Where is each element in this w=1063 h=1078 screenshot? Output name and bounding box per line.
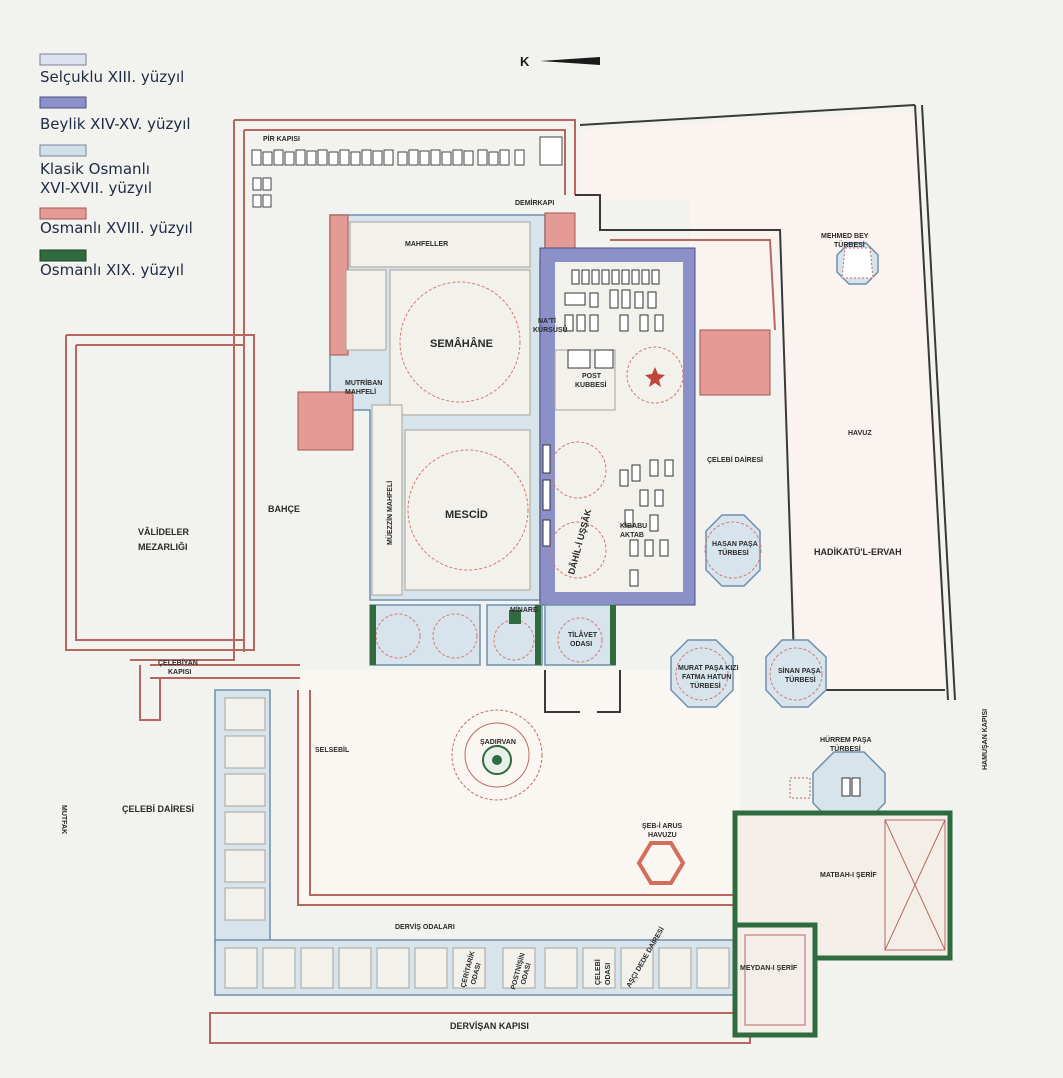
label-hurrem-pasa: HÜRREM PAŞA — [820, 735, 872, 744]
label-celebiyan-kapisi: KAPISI — [168, 669, 191, 676]
semahane-room — [389, 269, 531, 416]
label-mehmed-bey: MEHMED BEY — [821, 233, 869, 240]
mescid-room — [404, 429, 531, 591]
label-kubbesi: KUBBESİ — [575, 381, 607, 389]
label-nati: NA'Tİ — [538, 317, 556, 325]
legend-swatch-klasik — [39, 144, 87, 157]
label-murat-turbesi: TÜRBESİ — [690, 681, 721, 690]
label-bahce: BAHÇE — [268, 504, 300, 514]
label-mahfeller: MAHFELLER — [405, 241, 448, 248]
label-tilavet: TİLÂVET — [568, 630, 598, 639]
legend-label-klasik: Klasik Osmanlı — [40, 160, 150, 178]
sadirvan-fountain — [451, 709, 543, 801]
label-kursusu: KÜRSÜSÜ — [533, 325, 568, 334]
label-aktab: AKTAB — [620, 532, 644, 539]
legend-label-beylik: Beylik XIV-XV. yüzyıl — [40, 115, 191, 133]
label-hasan-pasa-turbesi: TÜRBESİ — [718, 548, 749, 557]
north-arrow-icon — [540, 57, 600, 65]
graves-row — [251, 136, 563, 208]
label-demirkapi: DEMİRKAPI — [515, 199, 554, 207]
label-mutfak: MUTFAK — [60, 805, 67, 834]
label-fatma-hatun: FATMA HATUN — [682, 674, 731, 681]
label-seb-i-arus: ŞEB-İ ARUS — [642, 822, 683, 830]
legend-label-osmanli-19: Osmanlı XIX. yüzyıl — [40, 261, 184, 279]
legend-label-klasik-2: XVI-XVII. yüzyıl — [40, 179, 152, 197]
label-sadirvan: ŞADIRVAN — [480, 739, 516, 746]
label-tilavet-odasi: ODASI — [570, 641, 592, 648]
label-mescid: MESCİD — [445, 508, 488, 521]
label-dervisan-kapisi: DERVİŞAN KAPISI — [450, 1021, 529, 1031]
courtyard-area — [300, 670, 740, 905]
legend-swatch-osmanli-18 — [39, 207, 87, 220]
label-hurrem-turbesi: TÜRBESİ — [830, 744, 861, 753]
legend-swatch-osmanli-19 — [39, 249, 87, 262]
dervis-odalari-cells — [214, 939, 736, 996]
label-sinan-pasa: SİNAN PAŞA — [778, 667, 821, 675]
label-hasan-pasa: HASAN PAŞA — [712, 541, 758, 548]
label-muezzin-mahfeli: MÜEZZİN MAHFELİ — [385, 481, 394, 545]
label-havuzu: HAVUZU — [648, 832, 677, 839]
legend-label-selcuklu: Selçuklu XIII. yüzyıl — [40, 68, 184, 86]
label-murat-pasa: MURAT PAŞA KIZI — [678, 665, 739, 672]
label-celebi-odasi: ÇELEBİ — [594, 959, 602, 985]
label-hadikatul-ervah: HADİKATÜ'L-ERVAH — [814, 547, 902, 557]
legend-swatch-beylik — [39, 96, 87, 109]
label-valideler: VÂLİDELER — [138, 526, 190, 537]
label-kibabu: KİBABU — [620, 522, 647, 530]
north-arrow: K — [520, 54, 600, 69]
label-celebiyan: ÇELEBİYAN — [158, 659, 198, 667]
label-mezarligi: MEZARLIĞI — [138, 541, 188, 552]
outer-walls — [65, 104, 956, 1044]
label-celebi-dairesi: ÇELEBİ DAİRESİ — [122, 804, 194, 814]
matbah-meydan — [732, 810, 953, 1038]
label-celebi-odasi-2: ODASI — [605, 963, 612, 985]
seb-i-arus-pool — [636, 841, 686, 885]
label-dervis-odalari: DERVİŞ ODALARI — [395, 923, 455, 931]
label-mehmed-bey-turbesi: TÜRBESİ — [834, 240, 865, 249]
label-minare: MİNARE — [510, 606, 538, 614]
label-hamusan-kapisi: HAMUŞAN KAPISI — [982, 709, 989, 770]
label-semahane: SEMÂHÂNE — [430, 337, 493, 350]
label-matbah-i-serif: MATBAH-I ŞERİF — [820, 871, 877, 879]
label-celebi-dairesi-small: ÇELEBİ DAİRESİ — [707, 456, 763, 464]
label-selsebil: SELSEBİL — [315, 746, 350, 754]
legend-swatch-selcuklu — [39, 53, 87, 66]
legend: Selçuklu XIII. yüzyıl Beylik XIV-XV. yüz… — [39, 53, 193, 279]
tombs — [670, 242, 886, 825]
label-sinan-turbesi: TÜRBESİ — [785, 675, 816, 684]
legend-label-osmanli-18: Osmanlı XVIII. yüzyıl — [40, 219, 193, 237]
north-label: K — [520, 54, 530, 69]
main-building — [297, 212, 771, 713]
label-meydan-i-serif: MEYDAN-I ŞERİF — [740, 964, 798, 972]
label-post: POST — [582, 373, 602, 380]
label-havuz: HAVUZ — [848, 430, 872, 437]
label-pir-kapisi: PİR KAPISI — [263, 135, 300, 143]
label-mutriban: MUTRİBAN — [345, 379, 382, 387]
celebi-dairesi-cells — [214, 689, 271, 946]
label-mahfeli: MAHFELİ — [345, 388, 376, 396]
